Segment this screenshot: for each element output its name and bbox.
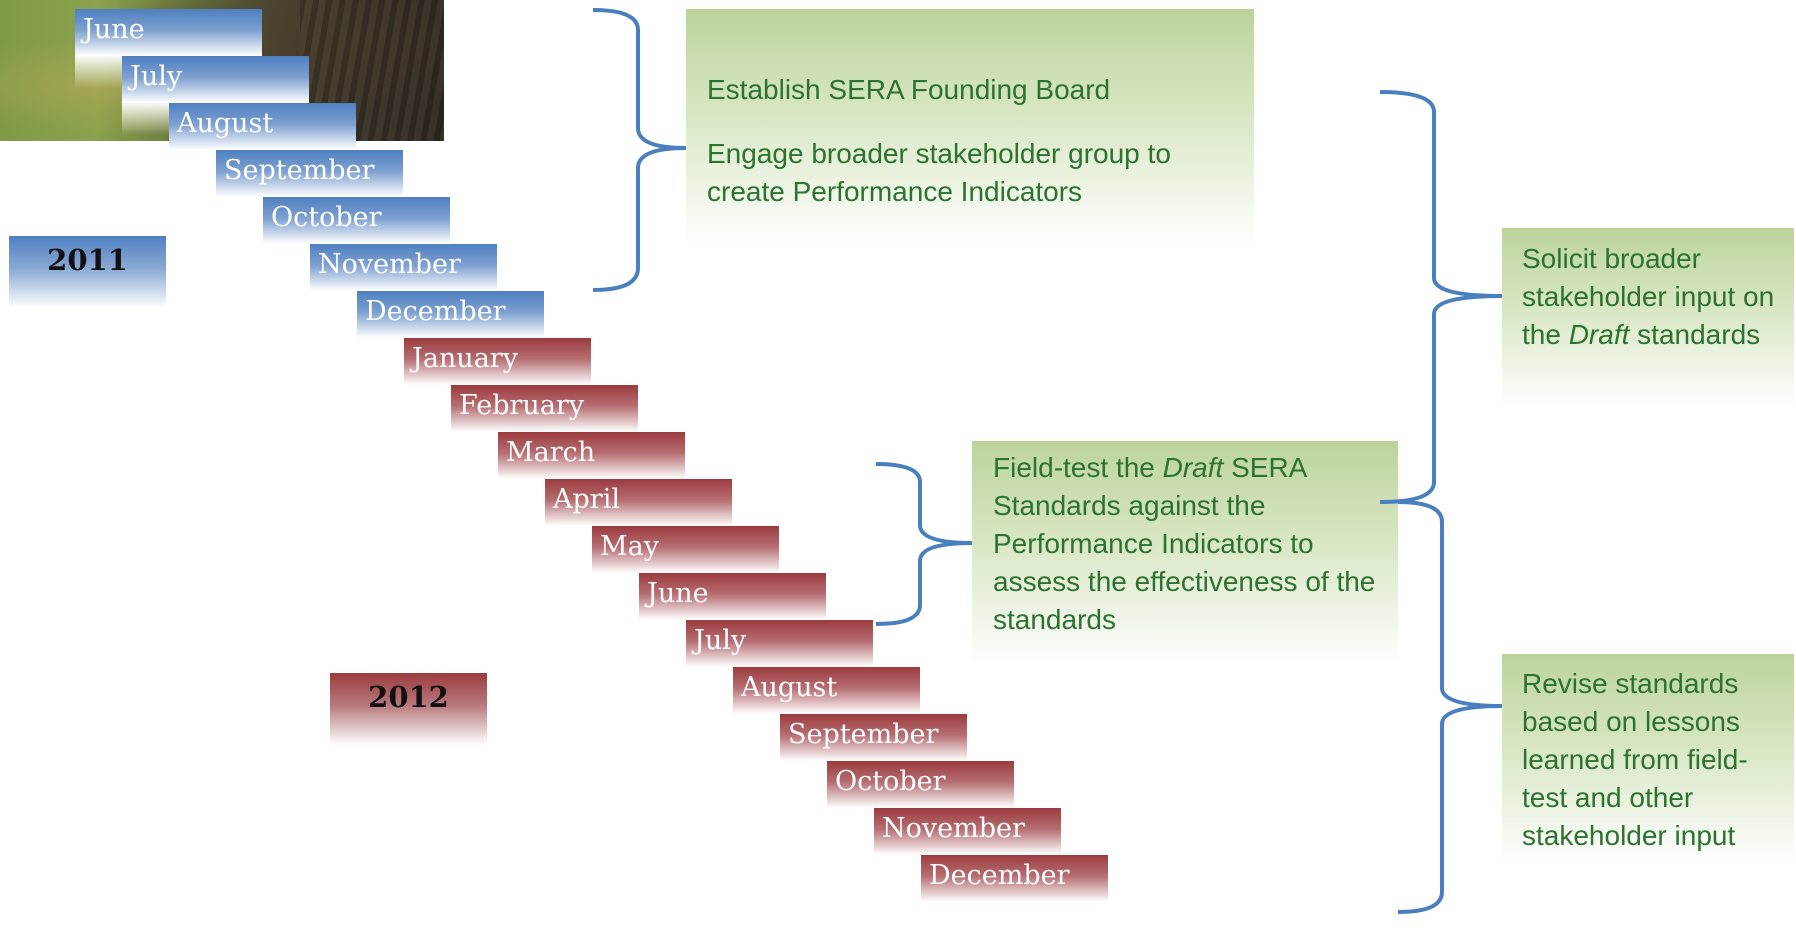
month-block-december: December bbox=[921, 855, 1108, 902]
task-box-founding: Establish SERA Founding Board Engage bro… bbox=[686, 9, 1254, 245]
month-block-november: November bbox=[310, 244, 497, 291]
month-block-april: April bbox=[545, 479, 732, 526]
month-block-september: September bbox=[780, 714, 967, 761]
month-block-october: October bbox=[263, 197, 450, 244]
month-block-october: October bbox=[827, 761, 1014, 808]
month-block-june: June bbox=[75, 9, 262, 56]
task-box-revise: Revise standards based on lessons learne… bbox=[1502, 654, 1794, 864]
curly-brace-icon bbox=[875, 462, 973, 626]
month-block-september: September bbox=[216, 150, 403, 197]
year-label-2011: 2011 bbox=[9, 236, 166, 308]
task-box-field-test: Field-test the Draft SERA Standards agai… bbox=[972, 441, 1398, 666]
month-block-may: May bbox=[592, 526, 779, 573]
month-block-february: February bbox=[451, 385, 638, 432]
month-block-july: July bbox=[122, 56, 309, 103]
month-block-reflection bbox=[921, 902, 1108, 934]
month-block-july: July bbox=[686, 620, 873, 667]
year-label-2012: 2012 bbox=[330, 673, 487, 745]
month-block-march: March bbox=[498, 432, 685, 479]
month-block-november: November bbox=[874, 808, 1061, 855]
curly-brace-icon bbox=[1397, 500, 1503, 914]
task-founding-board: Establish SERA Founding Board bbox=[707, 74, 1111, 105]
task-solicit-input: Solicit broader stakeholder input on the… bbox=[1522, 243, 1775, 350]
month-block-december: December bbox=[357, 291, 544, 338]
month-block-august: August bbox=[733, 667, 920, 714]
month-block-june: June bbox=[639, 573, 826, 620]
task-field-test: Field-test the Draft SERA Standards agai… bbox=[993, 452, 1376, 635]
task-revise-standards: Revise standards based on lessons learne… bbox=[1522, 668, 1748, 851]
curly-brace-icon bbox=[592, 8, 687, 292]
task-performance-indicators: Engage broader stakeholder group to crea… bbox=[707, 138, 1171, 207]
month-block-january: January bbox=[404, 338, 591, 385]
curly-brace-icon bbox=[1379, 90, 1503, 504]
month-block-august: August bbox=[169, 103, 356, 150]
task-box-solicit: Solicit broader stakeholder input on the… bbox=[1502, 228, 1794, 408]
